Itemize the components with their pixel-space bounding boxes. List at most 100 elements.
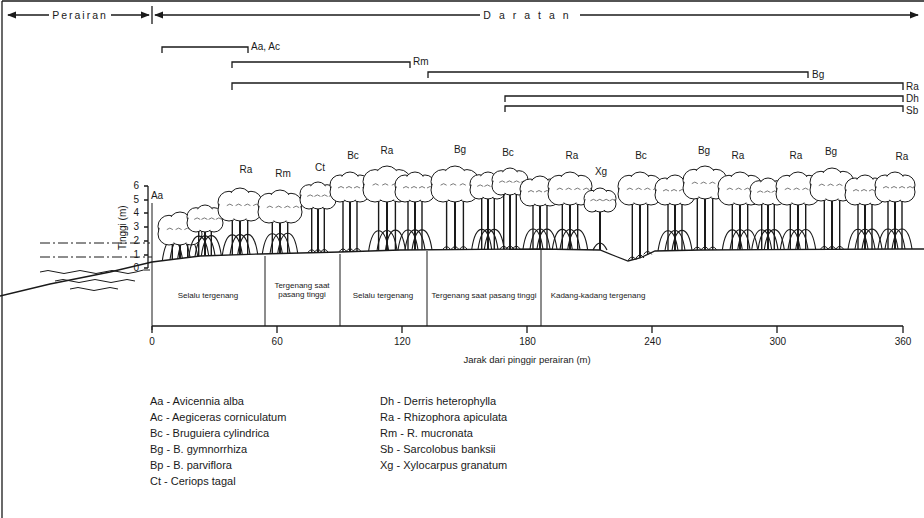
range-bracket — [232, 83, 903, 90]
range-bracket — [232, 62, 410, 68]
tree-trunk — [747, 201, 748, 250]
prop-root — [848, 229, 858, 249]
tree-trunk — [667, 201, 668, 251]
canopy-fill — [886, 183, 904, 201]
tree-trunk — [311, 205, 312, 253]
prop-root — [682, 230, 692, 250]
range-label: Sb — [906, 105, 918, 117]
legend-entry: Ra - Rhizophora apiculata — [380, 411, 507, 424]
leaf-mark — [671, 190, 677, 192]
axis-title: Tinggi (m) — [116, 206, 128, 251]
legend-entry: Bp - B. parviflora — [150, 459, 232, 472]
leaf-mark — [201, 218, 207, 220]
tick-label: 6 — [133, 180, 139, 192]
tree-trunk — [421, 198, 422, 250]
canopy-fill — [406, 183, 424, 201]
tree-group — [0, 166, 924, 296]
prop-root — [405, 230, 415, 250]
leaf-mark — [227, 204, 233, 206]
range-label: Dh — [906, 93, 919, 105]
tick-label: 300 — [769, 336, 786, 348]
tree-trunk — [324, 205, 325, 252]
prop-root — [540, 229, 550, 249]
species-label: Bc — [347, 150, 359, 162]
canopy-fill — [170, 224, 190, 244]
prop-root — [855, 229, 865, 249]
species-label: Bc — [635, 150, 647, 162]
tick-label: 3 — [133, 221, 139, 233]
prop-root — [412, 230, 422, 250]
prop-root — [537, 229, 547, 249]
tree-trunk — [509, 191, 511, 249]
canopy-fill — [230, 200, 250, 220]
tree-trunk — [901, 198, 902, 249]
species-label: Bg — [825, 146, 837, 158]
tree-trunk — [647, 201, 648, 254]
species-label: Ra — [566, 150, 579, 162]
canopy-fill — [788, 184, 808, 204]
range-label: Rm — [413, 56, 429, 68]
tree-trunk — [317, 205, 319, 253]
tree-trunk — [446, 198, 447, 250]
canopy-fill — [822, 180, 842, 200]
leaf-mark — [176, 228, 182, 230]
knee-root — [636, 255, 644, 258]
species-label: Xg — [595, 166, 607, 178]
prop-root — [865, 229, 875, 249]
tree-trunk — [272, 219, 273, 254]
tree-trunk — [532, 202, 533, 249]
leaf-mark — [709, 182, 715, 184]
canopy-fill — [630, 184, 650, 204]
tree-trunk — [539, 202, 541, 249]
tree-trunk — [857, 201, 858, 249]
tree-trunk — [839, 197, 840, 249]
leaf-mark — [528, 191, 534, 193]
tick-label: 5 — [133, 194, 139, 206]
tree-trunk — [831, 197, 833, 249]
species-label: Rm — [275, 168, 291, 180]
legend-entry: Bg - B. gymnorrhiza — [150, 443, 247, 456]
leaf-mark — [244, 204, 250, 206]
leaf-mark — [636, 188, 642, 190]
knee-root — [512, 246, 520, 249]
tree-trunk — [864, 201, 866, 249]
range-bracket — [505, 106, 903, 112]
tick-label: 240 — [644, 336, 661, 348]
legend-entry: Ac - Aegiceras corniculatum — [150, 411, 286, 424]
tree-trunk — [239, 217, 241, 255]
leaf-mark — [484, 185, 490, 187]
tick-label: 4 — [133, 207, 139, 219]
leaf-mark — [836, 184, 842, 186]
zone-divider — [152, 203, 541, 330]
tick-label: 2 — [133, 235, 139, 247]
axis-title: Jarak dari pinggir perairan (m) — [463, 355, 590, 366]
leaf-mark — [382, 184, 388, 186]
leaf-mark — [557, 188, 563, 190]
prop-root — [238, 234, 248, 254]
range-bracket — [428, 72, 808, 78]
species-label: Ct — [315, 162, 325, 174]
leaf-mark — [506, 181, 512, 183]
tick-label: 120 — [394, 336, 411, 348]
leaf-mark — [194, 218, 200, 220]
tree-trunk — [232, 217, 233, 255]
leaf-mark — [411, 187, 417, 189]
tree-trunk — [494, 195, 495, 249]
tick-label: 60 — [272, 336, 283, 348]
prop-root — [422, 230, 432, 250]
species-label: Bc — [502, 147, 514, 159]
legend-entry: Ct - Ceriops tagal — [150, 475, 236, 488]
leaf-mark — [403, 187, 409, 189]
tree-trunk — [767, 201, 769, 250]
canopy-fill — [666, 186, 684, 204]
leaf-mark — [907, 187, 913, 189]
tree-trunk — [632, 201, 633, 260]
leaf-mark — [610, 199, 616, 201]
prop-root — [578, 230, 588, 250]
tick-label: 180 — [519, 336, 536, 348]
zone-label: Selalu tergenang — [353, 291, 414, 300]
prop-root — [248, 234, 258, 254]
tree-trunk — [577, 201, 578, 250]
canopy-fill — [560, 184, 580, 204]
tree-trunk — [681, 201, 682, 250]
